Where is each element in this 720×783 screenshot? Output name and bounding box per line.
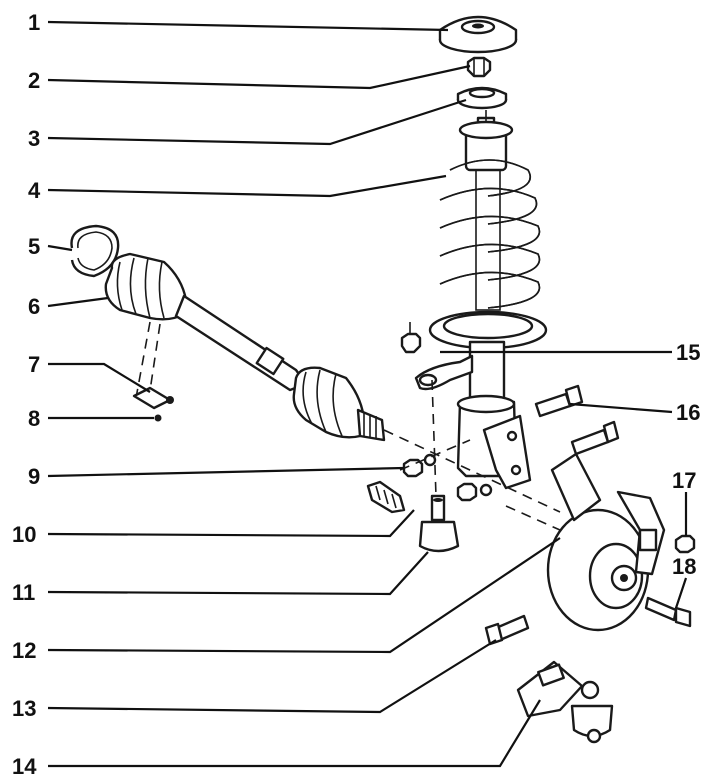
callout-1: 1 xyxy=(28,10,40,35)
part-ball-joint xyxy=(418,482,493,553)
part-bolt-washer xyxy=(132,321,174,422)
part-long-bolts xyxy=(534,384,620,456)
part-control-arm-joint xyxy=(516,660,614,744)
part-strut-body xyxy=(400,322,532,490)
callout-2: 2 xyxy=(28,68,40,93)
callout-16: 16 xyxy=(676,400,700,425)
callout-4: 4 xyxy=(28,178,41,203)
part-circlip xyxy=(70,224,120,278)
callout-11: 11 xyxy=(12,580,35,605)
callout-5: 5 xyxy=(28,234,40,259)
callout-8: 8 xyxy=(28,406,40,431)
callout-numbers: 1 2 3 4 5 6 7 8 9 10 11 12 13 14 15 16 1… xyxy=(12,10,700,779)
callout-9: 9 xyxy=(28,464,40,489)
part-nut-9 xyxy=(402,453,437,478)
callout-10: 10 xyxy=(12,522,36,547)
part-drive-shaft xyxy=(104,252,386,442)
part-brake-disc xyxy=(546,452,666,632)
part-top-nut xyxy=(466,56,492,78)
callout-7: 7 xyxy=(28,352,40,377)
leader-lines xyxy=(47,20,688,768)
part-strut-top-mount xyxy=(438,15,518,54)
part-caliper-fasteners xyxy=(644,534,696,628)
assembly-axes xyxy=(383,379,561,531)
part-coil-spring-strut xyxy=(428,110,548,350)
callout-17: 17 xyxy=(672,468,696,493)
callout-15: 15 xyxy=(676,340,700,365)
callout-3: 3 xyxy=(28,126,40,151)
callout-14: 14 xyxy=(12,754,37,779)
part-lower-bolt xyxy=(484,614,530,646)
callout-12: 12 xyxy=(12,638,36,663)
callout-13: 13 xyxy=(12,696,36,721)
part-tie-rod-end xyxy=(366,480,406,514)
part-bearing-ring xyxy=(456,86,508,110)
callout-18: 18 xyxy=(672,554,696,579)
callout-6: 6 xyxy=(28,294,40,319)
